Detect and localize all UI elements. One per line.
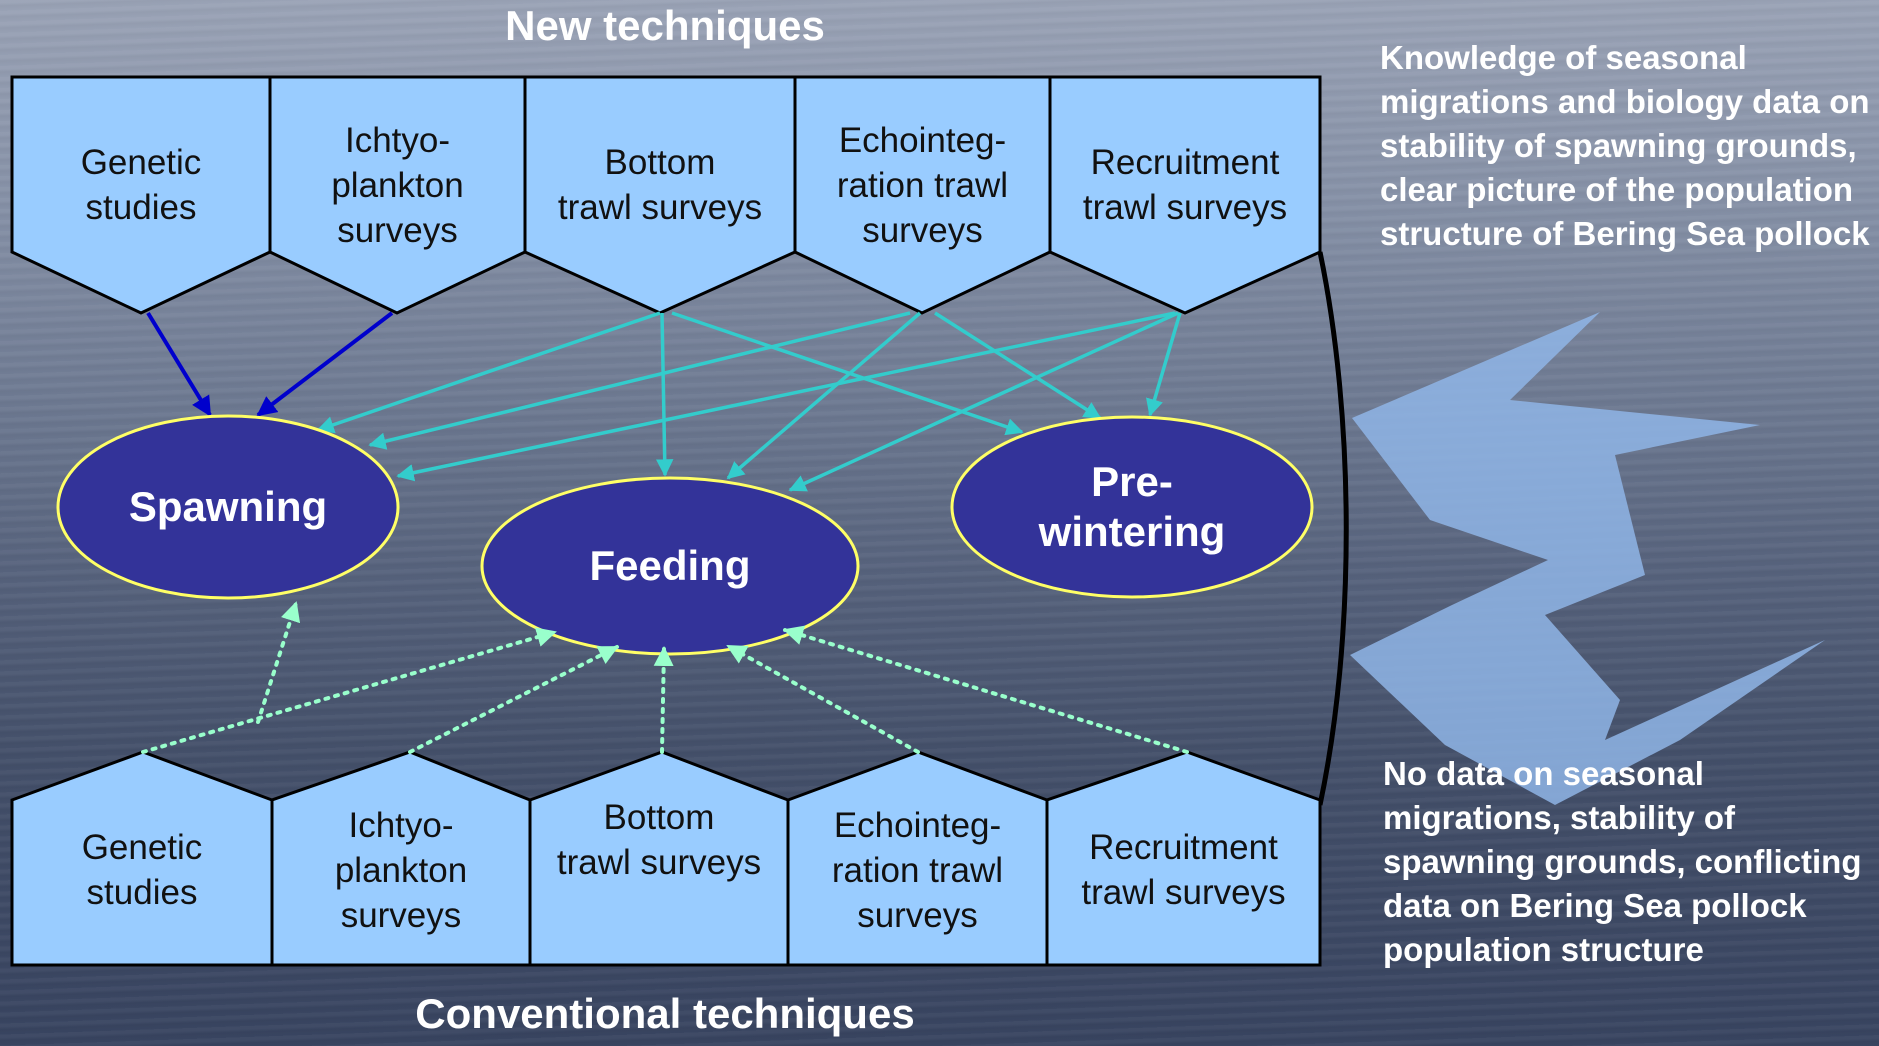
ellipse-spawning xyxy=(56,414,400,600)
new-box-bottom-trawl xyxy=(523,75,797,315)
arrow-conv-recruitment-to-feeding xyxy=(783,625,1189,754)
conventional-arrows xyxy=(141,601,1189,754)
arrow-conv-genetic-to-feeding xyxy=(141,627,557,754)
conv-box-recruitment xyxy=(1045,750,1322,967)
new-survey-arrows xyxy=(316,311,1182,492)
new-label-genetic: Genetic studies xyxy=(80,143,202,227)
conv-label-ichtyoplankton: Ichtyo- plankton surveys xyxy=(334,805,468,935)
new-techniques-boxes xyxy=(10,75,1322,315)
conventional-techniques-boxes xyxy=(10,750,1322,967)
bracket-curve xyxy=(1317,251,1349,806)
arrow-conv-echo-to-feeding xyxy=(726,644,920,754)
new-genetic-arrows xyxy=(146,311,394,417)
arrow-recruitment-to-prewintering xyxy=(1146,312,1182,417)
arrow-echo-to-feeding xyxy=(726,311,922,480)
new-label-echointegration: Echointeg- ration trawl surveys xyxy=(836,120,1009,250)
note-new-techniques-outcome: Knowledge of seasonal migrations and bio… xyxy=(1380,39,1870,252)
new-label-bottom-trawl: Bottom trawl surveys xyxy=(557,143,763,227)
arrow-echo-to-spawning xyxy=(368,311,911,450)
new-box-recruitment xyxy=(1048,75,1322,315)
heading-new-techniques: New techniques xyxy=(505,2,825,49)
arrow-bottom-to-prewintering xyxy=(671,311,1024,436)
arrow-genetic-to-spawning xyxy=(146,311,212,417)
arrow-recruitment-to-feeding xyxy=(788,311,1179,492)
ellipse-prewintering xyxy=(950,415,1314,599)
heading-conventional-techniques: Conventional techniques xyxy=(415,990,915,1037)
new-box-ichtyoplankton xyxy=(268,75,527,315)
conv-box-bottom-trawl xyxy=(528,750,790,967)
new-box-echointegration xyxy=(793,75,1052,315)
migration-double-arrow xyxy=(1350,312,1825,805)
stage-ellipses xyxy=(56,414,1314,656)
conv-box-ichtyoplankton xyxy=(270,750,532,967)
conv-label-echointegration: Echointeg- ration trawl surveys xyxy=(831,805,1004,935)
arrow-conv-bottom-to-feeding xyxy=(653,646,674,754)
arrow-bottom-to-feeding xyxy=(655,312,674,477)
new-label-ichtyoplankton: Ichtyo- plankton surveys xyxy=(331,120,464,250)
conv-box-echointegration xyxy=(786,750,1049,967)
stage-label-prewintering: Pre- wintering xyxy=(1038,458,1226,555)
arrow-echo-to-prewintering xyxy=(934,311,1102,420)
conv-box-genetic-shape xyxy=(10,750,274,967)
stage-label-spawning: Spawning xyxy=(128,483,328,530)
arrow-recruitment-to-spawning xyxy=(396,311,1176,482)
arrow-bottom-to-spawning xyxy=(316,311,661,434)
stage-label-feeding: Feeding xyxy=(589,542,751,589)
arrow-conv-genetic-to-spawning xyxy=(256,601,301,724)
new-box-genetic xyxy=(10,75,272,315)
conv-label-bottom-trawl: Bottom trawl surveys xyxy=(556,798,762,882)
arrow-conv-ichtyoplankton-to-feeding xyxy=(408,645,619,754)
conv-label-genetic: Genetic studies xyxy=(81,828,203,912)
arrow-ichtyoplankton-to-spawning xyxy=(256,311,394,417)
note-conventional-techniques-outcome: No data on seasonal migrations, stabilit… xyxy=(1383,755,1862,968)
new-label-recruitment: Recruitment trawl surveys xyxy=(1082,143,1288,227)
conv-label-recruitment: Recruitment trawl surveys xyxy=(1081,828,1286,912)
